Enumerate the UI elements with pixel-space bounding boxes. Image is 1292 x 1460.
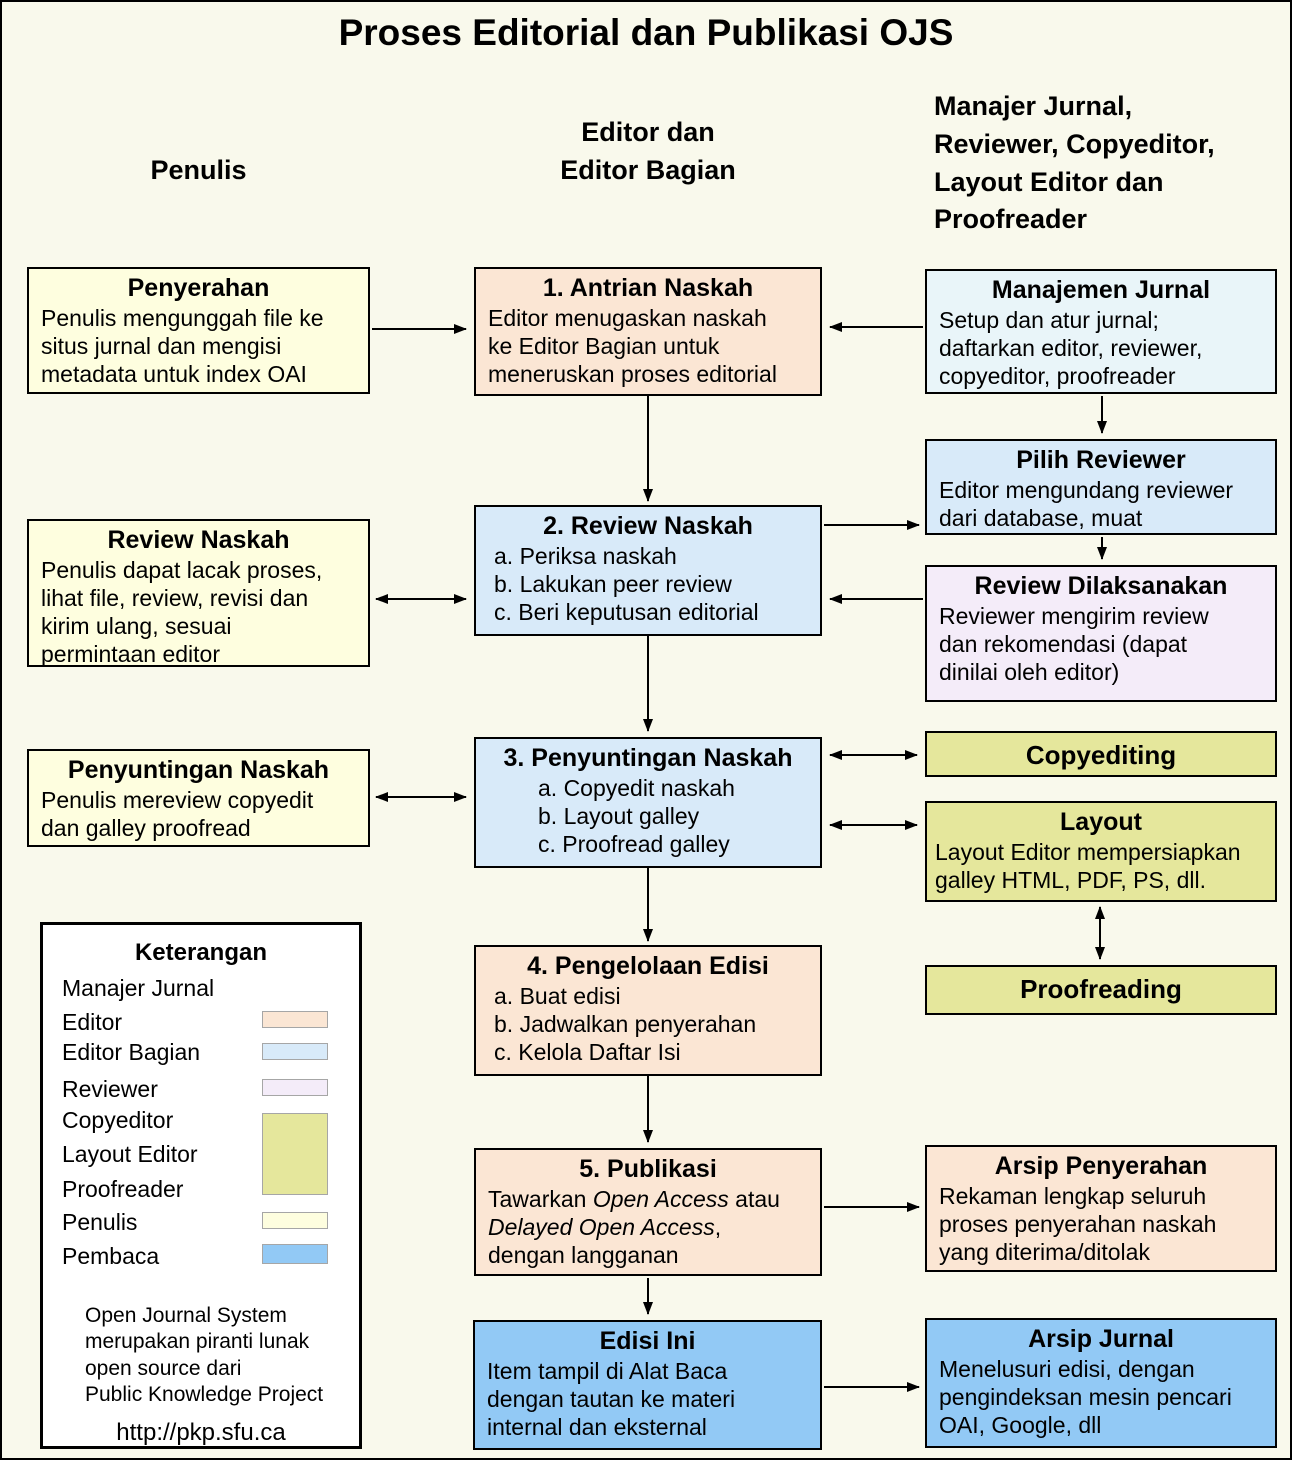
box-proofreading-title: Proofreading [1020, 974, 1182, 1004]
column-header-manajer: Manajer Jurnal, Reviewer, Copyeditor, La… [934, 91, 1215, 235]
legend-swatch-editor [262, 1011, 328, 1028]
legend-label-proofreader: Proofreader [62, 1176, 184, 1202]
box-proofreading: Proofreading [925, 965, 1277, 1015]
box-review-dilaksanakan-title: Review Dilaksanakan [974, 572, 1228, 600]
box-layout-body: Layout Editor mempersiapkan galley HTML,… [935, 838, 1241, 893]
legend-swatch-editor-bagian [262, 1043, 328, 1060]
box-layout: Layout Layout Editor mempersiapkan galle… [925, 801, 1277, 902]
legend-url: http://pkp.sfu.ca [116, 1419, 286, 1446]
box-publikasi: 5. Publikasi Tawarkan Open Access atau D… [474, 1148, 822, 1276]
legend-label-reviewer: Reviewer [62, 1076, 158, 1102]
box-penyuntingan-penulis: Penyuntingan Naskah Penulis mereview cop… [27, 749, 370, 847]
box-review-naskah: 2. Review Naskah a. Periksa naskah b. La… [474, 505, 822, 636]
legend-label-manajer-jurnal: Manajer Jurnal [62, 975, 215, 1001]
box-pengelolaan-edisi-title: 4. Pengelolaan Edisi [527, 952, 769, 980]
box-edisi-ini: Edisi Ini Item tampil di Alat Baca denga… [473, 1320, 822, 1450]
box-pilih-reviewer-body: Editor mengundang reviewer dari database… [939, 476, 1234, 531]
legend-swatch-reviewer [262, 1079, 328, 1096]
box-manajemen-jurnal-body: Setup dan atur jurnal; daftarkan editor,… [939, 306, 1203, 389]
box-manajemen-jurnal-title: Manajemen Jurnal [991, 276, 1211, 304]
box-layout-title: Layout [1060, 808, 1142, 836]
legend-title: Keterangan [134, 939, 268, 966]
box-antrian-naskah-body: Editor menugaskan naskah ke Editor Bagia… [488, 304, 777, 387]
legend-note: Open Journal System merupakan piranti lu… [85, 1304, 324, 1407]
box-review-naskah-title: 2. Review Naskah [543, 512, 753, 540]
legend-label-pembaca: Pembaca [62, 1243, 160, 1269]
legend-label-layout-editor: Layout Editor [62, 1141, 198, 1167]
legend-label-copyeditor: Copyeditor [62, 1107, 174, 1133]
box-review-dilaksanakan-body: Reviewer mengirim review dan rekomendasi… [939, 602, 1209, 685]
box-publikasi-title: 5. Publikasi [579, 1155, 717, 1183]
box-review-naskah-penulis: Review Naskah Penulis dapat lacak proses… [27, 519, 370, 667]
box-arsip-penyerahan-body: Rekaman lengkap seluruh proses penyeraha… [939, 1182, 1217, 1265]
column-header-editor: Editor dan Editor Bagian [560, 117, 736, 185]
box-arsip-penyerahan-title: Arsip Penyerahan [994, 1152, 1208, 1180]
box-pengelolaan-edisi-body: a. Buat edisi b. Jadwalkan penyerahan c.… [494, 982, 757, 1065]
legend-label-editor-bagian: Editor Bagian [62, 1039, 201, 1065]
box-publikasi-body: Tawarkan Open Access atau Delayed Open A… [488, 1185, 780, 1268]
legend-label-editor: Editor [62, 1009, 123, 1035]
box-arsip-penyerahan: Arsip Penyerahan Rekaman lengkap seluruh… [925, 1145, 1277, 1272]
legend-swatch-penulis [262, 1212, 328, 1229]
box-manajemen-jurnal: Manajemen Jurnal Setup dan atur jurnal; … [925, 269, 1277, 394]
legend-label-penulis: Penulis [62, 1209, 138, 1235]
page-title: Proses Editorial dan Publikasi OJS [338, 12, 954, 53]
box-antrian-naskah-title: 1. Antrian Naskah [542, 274, 754, 302]
box-review-naskah-body: a. Periksa naskah b. Lakukan peer review… [494, 542, 759, 625]
legend: Keterangan Manajer Jurnal Editor Editor … [40, 922, 362, 1449]
box-penyuntingan-penulis-body: Penulis mereview copyedit dan galley pro… [41, 786, 314, 841]
box-pilih-reviewer: Pilih Reviewer Editor mengundang reviewe… [925, 439, 1277, 535]
box-penyuntingan-naskah-body: a. Copyedit naskah b. Layout galley c. P… [538, 774, 735, 857]
box-review-dilaksanakan: Review Dilaksanakan Reviewer mengirim re… [925, 565, 1277, 702]
box-arsip-jurnal-title: Arsip Jurnal [1028, 1325, 1174, 1353]
box-pilih-reviewer-title: Pilih Reviewer [1016, 446, 1186, 474]
box-antrian-naskah: 1. Antrian Naskah Editor menugaskan nask… [474, 267, 822, 396]
box-penyuntingan-naskah-title: 3. Penyuntingan Naskah [503, 744, 793, 772]
box-penyerahan: Penyerahan Penulis mengunggah file ke si… [27, 267, 370, 394]
box-copyediting-title: Copyediting [1025, 740, 1177, 770]
box-arsip-jurnal-body: Menelusuri edisi, dengan pengindeksan me… [939, 1355, 1232, 1438]
box-review-naskah-penulis-title: Review Naskah [107, 526, 290, 554]
box-review-naskah-penulis-body: Penulis dapat lacak proses, lihat file, … [41, 556, 323, 667]
box-edisi-ini-title: Edisi Ini [599, 1327, 696, 1355]
box-pengelolaan-edisi: 4. Pengelolaan Edisi a. Buat edisi b. Ja… [474, 945, 822, 1076]
legend-swatch-copyeditor-layout-proofreader [262, 1113, 328, 1195]
legend-swatch-pembaca [262, 1244, 328, 1264]
box-arsip-jurnal: Arsip Jurnal Menelusuri edisi, dengan pe… [925, 1318, 1277, 1448]
column-header-penulis: Penulis [150, 155, 247, 185]
box-penyerahan-title: Penyerahan [127, 274, 270, 302]
box-edisi-ini-body: Item tampil di Alat Baca dengan tautan k… [487, 1357, 736, 1440]
box-penyerahan-body: Penulis mengunggah file ke situs jurnal … [41, 304, 324, 387]
box-penyuntingan-naskah: 3. Penyuntingan Naskah a. Copyedit naska… [474, 737, 822, 868]
box-copyediting: Copyediting [925, 731, 1277, 777]
box-penyuntingan-penulis-title: Penyuntingan Naskah [67, 756, 330, 784]
